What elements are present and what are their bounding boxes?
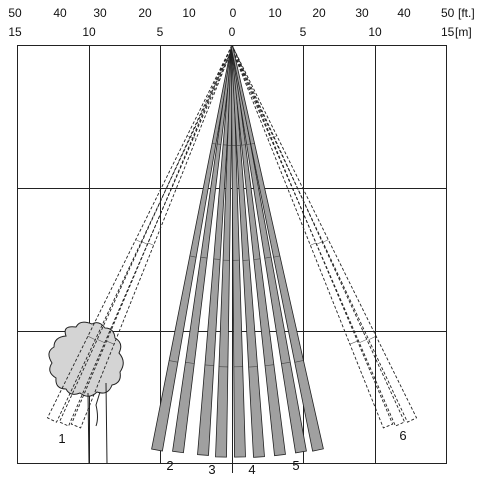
scale-ft-label: 20 xyxy=(138,6,152,20)
zone-label-1: 1 xyxy=(58,431,65,446)
beam-divider xyxy=(294,360,304,363)
scale-ft-label: 40 xyxy=(397,6,411,20)
scale-ft-label: 10 xyxy=(268,6,282,20)
scale-ft-label: 50 xyxy=(8,6,22,20)
beam-divider xyxy=(273,135,277,138)
beam-divider xyxy=(246,143,251,145)
scale-m-label: 15 xyxy=(8,25,22,39)
beam-divider xyxy=(204,364,214,366)
scale-m-label: 10 xyxy=(368,25,382,39)
zone-label-5: 5 xyxy=(292,458,299,473)
beam-divider xyxy=(248,366,258,368)
beam-divider xyxy=(200,256,208,259)
beam-divider xyxy=(359,339,367,343)
beam-divider xyxy=(185,362,195,364)
scale-m-label: 0 xyxy=(229,25,236,39)
scale-feet: 50 40 30 20 10 0 10 20 30 40 50 [ft.] xyxy=(8,6,474,20)
beam-divider xyxy=(267,136,272,139)
beam-divider xyxy=(273,255,280,258)
detection-zones xyxy=(46,46,418,458)
beam-divider xyxy=(141,241,148,245)
beam-divider xyxy=(212,143,216,145)
tree-trunk xyxy=(87,382,108,465)
zone-label-6: 6 xyxy=(399,428,406,443)
scale-ft-label: 30 xyxy=(355,6,369,20)
zone-label-2: 2 xyxy=(166,458,173,473)
beam-divider xyxy=(281,361,291,364)
scale-m-label: 5 xyxy=(300,25,307,39)
beam-divider xyxy=(135,239,142,243)
scale-ft-label: 10 xyxy=(182,6,196,20)
scale-ft-label: 20 xyxy=(312,6,326,20)
beam-divider xyxy=(97,339,105,343)
beam-divider xyxy=(192,136,197,139)
beam-divider xyxy=(316,241,323,245)
zone-label-4: 4 xyxy=(248,462,255,477)
beam-divider xyxy=(349,340,358,345)
scale-m-label: 10 xyxy=(82,25,96,39)
beam-divider xyxy=(169,360,178,363)
beam-divider xyxy=(253,258,261,260)
scale-ft-label: 50 xyxy=(441,6,455,20)
scale-m-unit: [m] xyxy=(455,25,472,39)
zone-labels: 1 2 3 4 5 6 xyxy=(58,428,406,477)
scale-ft-label: 0 xyxy=(230,6,237,20)
beam-zone6-c xyxy=(230,46,418,423)
beam-divider xyxy=(264,256,272,259)
beam-divider xyxy=(250,143,255,145)
scale-ft-label: 40 xyxy=(53,6,67,20)
beam-divider xyxy=(368,335,377,340)
beam-divider xyxy=(217,143,221,145)
scale-meters: 15 10 5 0 5 10 15 [m] xyxy=(8,25,471,39)
scale-ft-label: 30 xyxy=(93,6,107,20)
beam-divider xyxy=(322,239,329,243)
scale-m-label: 5 xyxy=(157,25,164,39)
beam-divider xyxy=(264,364,274,367)
beam-divider xyxy=(87,335,96,340)
beam-divider xyxy=(189,255,197,258)
beam-divider xyxy=(106,340,115,345)
scale-ft-unit: [ft.] xyxy=(458,6,475,20)
scale-m-label: 15 xyxy=(441,25,455,39)
beam-divider xyxy=(310,242,316,246)
beam-divider xyxy=(148,242,154,246)
zone-label-3: 3 xyxy=(208,462,215,477)
beam-solid-9 xyxy=(230,46,324,452)
